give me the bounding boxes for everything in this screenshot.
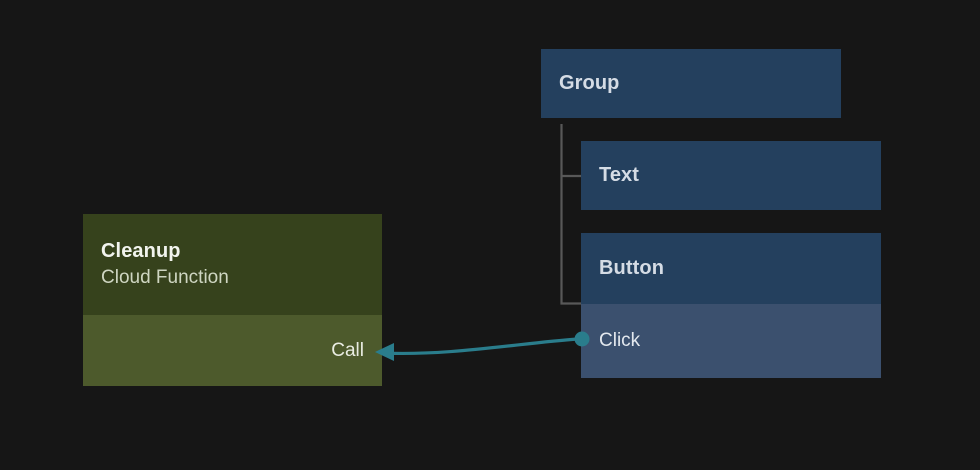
node-group-header[interactable]: Group [541,49,841,118]
node-text[interactable]: Text [581,141,881,210]
node-cleanup-header[interactable]: Cleanup Cloud Function [83,214,382,315]
node-button-header[interactable]: Button [581,233,881,304]
node-text-header[interactable]: Text [581,141,881,210]
node-group[interactable]: Group [541,49,841,118]
node-button[interactable]: Button Click [581,233,881,378]
node-button-port-click-label: Click [599,330,641,351]
node-button-port-click[interactable]: Click [581,304,881,378]
node-cleanup[interactable]: Cleanup Cloud Function Call [83,214,382,386]
node-text-title: Text [599,164,640,186]
node-button-title: Button [599,257,665,279]
node-group-title: Group [559,72,620,94]
node-cleanup-subtitle: Cloud Function [101,267,229,289]
edge-click-to-call[interactable] [380,337,580,356]
node-cleanup-port-call[interactable]: Call [83,315,382,386]
node-cleanup-port-call-label: Call [331,339,364,361]
node-cleanup-title: Cleanup [101,240,181,263]
